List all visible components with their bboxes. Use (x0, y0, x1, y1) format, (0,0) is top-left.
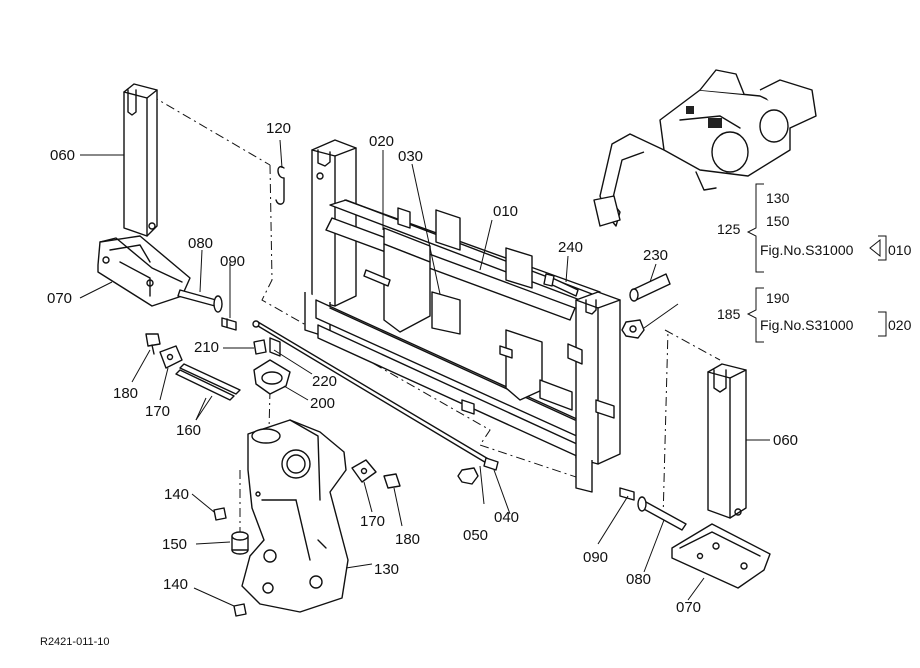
hookpin-120 (275, 166, 285, 205)
leader-lines (79, 139, 770, 607)
nut-050 (457, 467, 479, 485)
bolt-180-left (145, 333, 161, 355)
ref-group-125: 125 (717, 221, 741, 237)
label-part-230: 240 (558, 239, 584, 256)
fitting-210 (269, 337, 281, 357)
reference-brace-125 (746, 183, 887, 273)
bolt-180-right (383, 473, 401, 489)
cap-190 (253, 359, 291, 395)
label-part-140-bottom: 140 (163, 576, 189, 593)
label-part-060-right: 060 (773, 432, 799, 449)
pin-220 (629, 273, 671, 302)
ref-185-target[interactable]: 020 (888, 317, 912, 333)
label-part-190: 200 (310, 395, 336, 412)
label-part-160: 160 (176, 422, 202, 439)
backhoe-thumbnail (593, 69, 817, 227)
label-part-080-right: 080 (626, 571, 652, 588)
ref-125-item-150: 150 (766, 213, 790, 229)
label-part-060-left: 060 (50, 147, 76, 164)
ref-125-target[interactable]: 010 (888, 242, 912, 258)
nipple-140-bottom (233, 603, 247, 617)
label-part-070-right: 070 (676, 599, 702, 616)
plate-170-left (159, 345, 183, 369)
pin-080-left (177, 289, 223, 313)
pin-030 (363, 269, 391, 287)
ref-125-fig[interactable]: Fig.No.S31000 (760, 242, 854, 258)
centerline-060-right (664, 329, 721, 361)
label-part-040: 040 (494, 509, 520, 526)
label-part-130: 130 (374, 561, 400, 578)
frame-010 (304, 139, 621, 493)
label-part-070-left: 070 (47, 290, 73, 307)
plate-170-right (351, 459, 377, 483)
bars-160 (175, 363, 241, 401)
rod-040 (252, 320, 499, 471)
ref-125-item-130: 130 (766, 190, 790, 206)
label-part-010: 010 (493, 203, 519, 220)
post-060-right (707, 363, 747, 519)
reference-brace-185 (746, 287, 887, 343)
label-part-080-left: 080 (188, 235, 214, 252)
label-part-150: 150 (162, 536, 188, 553)
centerline-060-left (149, 94, 271, 166)
label-part-090-left: 090 (220, 253, 246, 270)
label-part-090-right: 090 (583, 549, 609, 566)
ref-group-185: 185 (717, 306, 741, 322)
label-part-170-right: 170 (360, 513, 386, 530)
label-part-180-left: 180 (113, 385, 139, 402)
drawing-code: R2421-011-10 (40, 636, 110, 648)
ref-185-item-190: 190 (766, 290, 790, 306)
label-part-030: 030 (398, 148, 424, 165)
base-070-left (97, 235, 191, 307)
bolt-090-left (221, 317, 237, 331)
label-part-210: 220 (312, 373, 338, 390)
label-part-140-top: 140 (164, 486, 190, 503)
post-060-left (123, 83, 158, 237)
nipple-140-top (213, 507, 227, 521)
label-part-120: 120 (266, 120, 292, 137)
bolt-200 (253, 339, 267, 355)
bolt-090-right (619, 487, 635, 501)
base-070-right (671, 523, 771, 589)
bolt-230 (543, 273, 579, 297)
pin-080-right (637, 496, 687, 531)
label-part-050: 050 (463, 527, 489, 544)
label-part-180-right: 180 (395, 531, 421, 548)
label-part-020: 020 (369, 133, 395, 150)
label-part-200: 210 (194, 339, 220, 356)
nut-240 (621, 319, 645, 339)
label-part-170-left: 170 (145, 403, 171, 420)
label-part-220: 230 (643, 247, 669, 264)
centerline-080-right (662, 329, 669, 521)
ref-185-fig[interactable]: Fig.No.S31000 (760, 317, 854, 333)
bracket-130 (241, 419, 349, 613)
bushing-150 (231, 531, 249, 555)
